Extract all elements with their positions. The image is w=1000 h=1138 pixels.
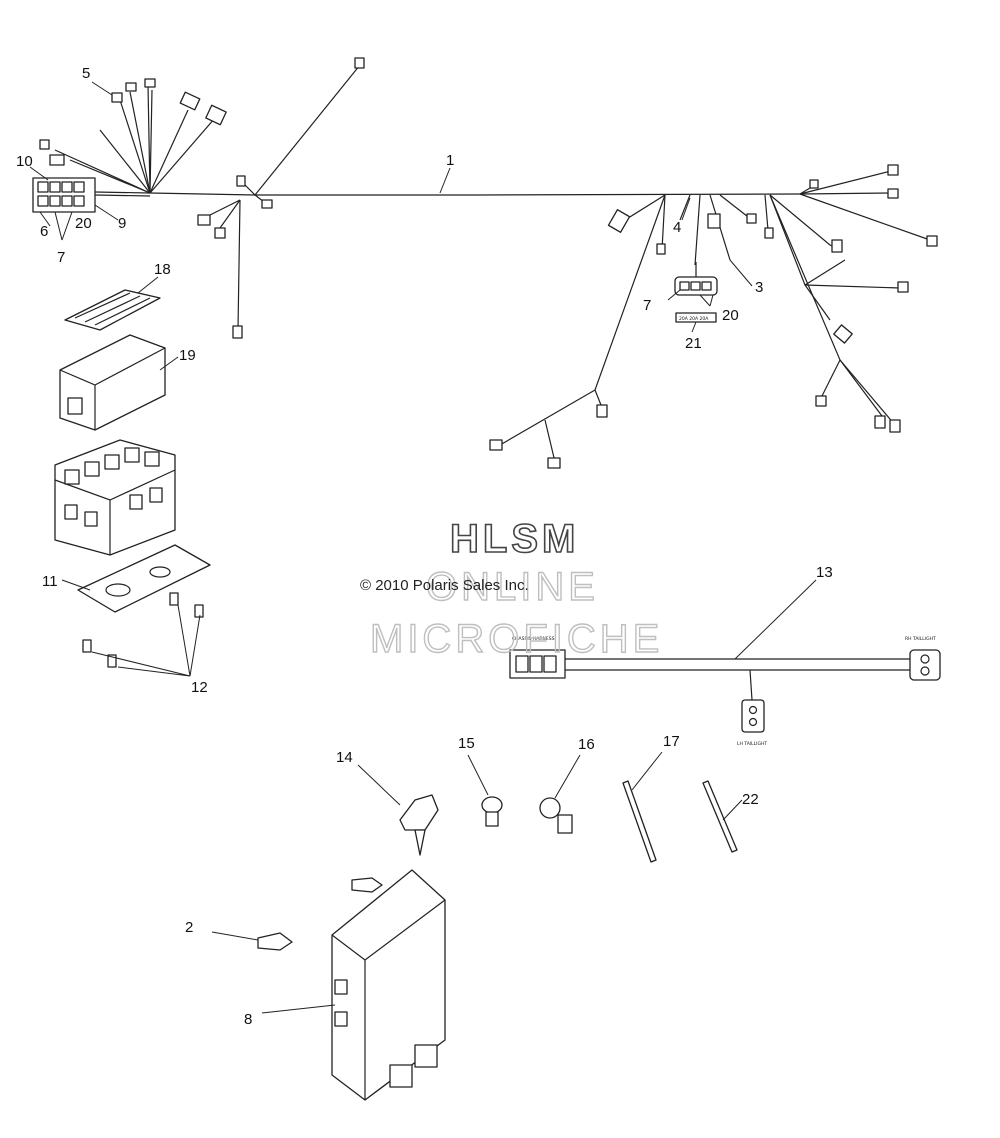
fuse-rating-label: 20A 20A 20A [679, 316, 709, 322]
taillight-harness: CHASSIS HARNESS RH TAILLIGHT LH TAILLIGH… [509, 636, 941, 747]
callout-16: 16 [578, 736, 595, 753]
control-module [331, 869, 446, 1101]
callout-3: 3 [755, 279, 763, 296]
callout-20-left: 20 [75, 215, 92, 232]
watermark-hlsm: HLSM [450, 517, 579, 561]
callout-5: 5 [82, 65, 90, 82]
push-clip [399, 794, 439, 856]
copyright-text: © 2010 Polaris Sales Inc. [360, 577, 529, 594]
callout-12: 12 [191, 679, 208, 696]
callout-18: 18 [154, 261, 171, 278]
callout-8: 8 [244, 1011, 252, 1028]
harness-clip-small [481, 796, 503, 827]
callout-4: 4 [673, 219, 681, 236]
callout-1: 1 [446, 152, 454, 169]
main-wire-harness [54, 64, 931, 463]
lh-taillight-label: LH TAILLIGHT [737, 741, 767, 747]
fuse-box-assembly [32, 177, 96, 213]
watermark: HLSM ONLINE MICROFICHE [369, 516, 663, 662]
callout-11: 11 [42, 573, 58, 590]
rh-taillight-label: RH TAILLIGHT [905, 636, 936, 642]
callout-14: 14 [336, 749, 353, 766]
mounting-plate [77, 544, 211, 613]
cable-ties [622, 780, 738, 863]
fuse-label-decal [64, 289, 161, 331]
callout-17: 17 [663, 733, 680, 750]
harness-clamp [539, 797, 573, 834]
chassis-harness-label: CHASSIS HARNESS [512, 636, 555, 642]
inline-fuse-holder: 20A 20A 20A [674, 262, 718, 323]
callout-10: 10 [16, 153, 33, 170]
watermark-online: ONLINE [426, 565, 599, 609]
callout-2: 2 [185, 919, 193, 936]
fuse-box-cover [59, 334, 166, 431]
callout-15: 15 [458, 735, 475, 752]
callout-19: 19 [179, 347, 196, 364]
watermark-microfiche: MICROFICHE [370, 617, 663, 661]
fuse-relay-block [54, 439, 176, 556]
module-screws [257, 877, 383, 951]
harness-connectors [39, 57, 938, 469]
callout-7-left: 7 [57, 249, 65, 266]
callout-20-right: 20 [722, 307, 739, 324]
callout-7-right: 7 [643, 297, 651, 314]
callout-6: 6 [40, 223, 48, 240]
callout-9: 9 [118, 215, 126, 232]
callout-numbers: 1 2 3 4 5 6 7 7 8 9 10 11 12 13 14 15 16… [16, 65, 833, 1028]
callout-13: 13 [816, 564, 833, 581]
callout-22: 22 [742, 791, 759, 808]
callout-21: 21 [685, 335, 702, 352]
callout-leaders [29, 81, 817, 1014]
